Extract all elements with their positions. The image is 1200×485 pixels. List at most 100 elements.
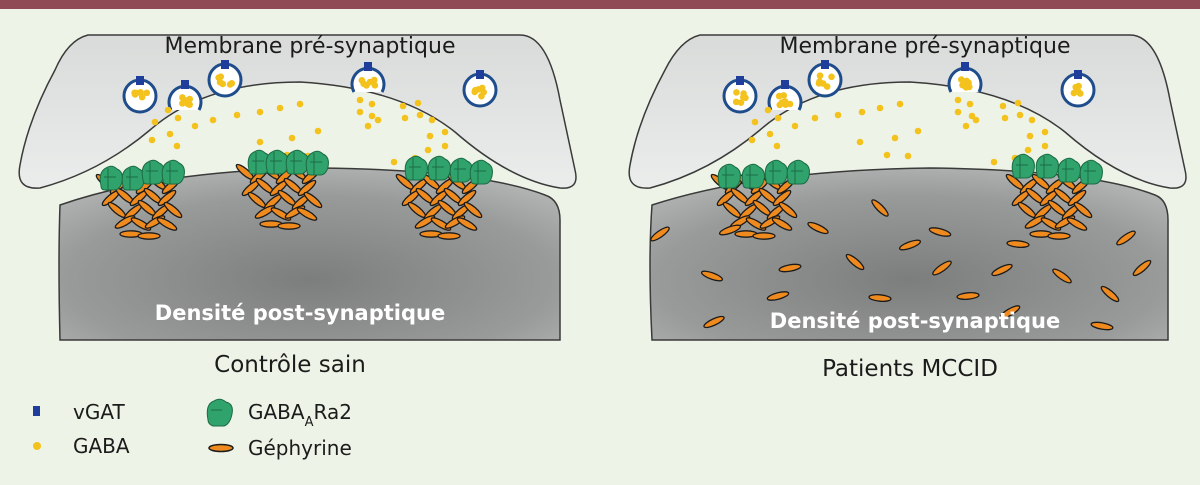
- gaba-dot: [428, 116, 436, 124]
- gephyrin-molecule: [868, 294, 892, 302]
- gaba-dot: [828, 73, 835, 81]
- gaba-a-receptor: [121, 165, 145, 191]
- gaba-dot: [151, 118, 159, 126]
- gephyrin-molecule: [137, 232, 161, 240]
- gaba-dot: [990, 158, 998, 166]
- gaba-dot: [968, 112, 976, 120]
- gaba-dot: [219, 80, 227, 88]
- gaba-dot: [374, 116, 382, 124]
- gaba-dot: [233, 111, 241, 119]
- gaba-dot: [834, 111, 842, 119]
- gaba-dot: [954, 108, 962, 116]
- gephyrin-molecule: [163, 201, 183, 219]
- gaba-dot: [441, 142, 449, 150]
- gaba-dot: [424, 146, 432, 154]
- gaba-dot: [1075, 82, 1082, 90]
- gaba-dot: [276, 104, 284, 112]
- gaba-dot: [256, 138, 264, 146]
- gaba-dot: [363, 82, 370, 89]
- gephyrin-molecule: [718, 224, 742, 236]
- gaba-a-receptor: [1057, 157, 1081, 183]
- gaba-a-receptor: [141, 159, 165, 185]
- gaba-dot: [811, 114, 819, 122]
- gaba-dot: [179, 94, 186, 101]
- gaba-dot: [732, 98, 740, 106]
- gaba-a-receptor: [265, 149, 289, 175]
- gephyrin-molecule: [1132, 259, 1152, 277]
- vgat-icon: [33, 406, 40, 416]
- gaba-dot: [774, 114, 782, 122]
- gaba-dot: [962, 122, 970, 130]
- gaba-dot: [1041, 128, 1049, 136]
- gaba-dot: [416, 111, 424, 119]
- gaba-dot: [471, 86, 479, 94]
- gaba-a-receptor: [305, 150, 329, 176]
- gaba-dot: [856, 138, 864, 146]
- gaba-dot: [364, 122, 372, 130]
- legend-vgat: vGAT: [33, 400, 125, 424]
- vgat-transporter: [1074, 70, 1082, 79]
- gephyrin-molecule: [277, 222, 301, 230]
- gaba-dot: [368, 112, 376, 120]
- panel-control: Membrane pré-synaptique Densité post-syn…: [18, 34, 577, 378]
- gaba-dot: [1041, 142, 1049, 150]
- gaba-a-receptor: [285, 149, 309, 175]
- synaptic-vesicle: [462, 70, 498, 108]
- gephyrin-molecule: [297, 179, 317, 197]
- presynaptic-label: Membrane pré-synaptique: [780, 34, 1071, 59]
- gephyrin-molecule: [414, 215, 436, 229]
- gephyrin-icon: [208, 443, 234, 453]
- gaba-a-receptor: [764, 159, 788, 185]
- legend-receptor-label: GABAARa2: [248, 400, 352, 430]
- synaptic-vesicle: [722, 76, 758, 114]
- gaba-dot: [904, 152, 912, 160]
- vgat-transporter: [136, 76, 144, 85]
- gaba-dot: [143, 89, 151, 97]
- presynaptic-label: Membrane pré-synaptique: [165, 34, 456, 59]
- gephyrin-molecule: [807, 221, 829, 235]
- gaba-dot: [816, 72, 824, 79]
- gaba-dot: [426, 132, 434, 140]
- gaba-dot: [441, 128, 449, 136]
- gaba-dot: [164, 106, 172, 114]
- gaba-dot: [858, 108, 866, 116]
- gaba-dot: [781, 98, 789, 105]
- gephyrin-molecule: [1047, 232, 1071, 240]
- gephyrin-molecule: [772, 189, 792, 207]
- gaba-dot: [138, 93, 146, 101]
- vgat-transporter: [961, 62, 969, 71]
- gaba-dot: [773, 142, 781, 150]
- gaba-a-receptor: [1035, 153, 1059, 179]
- gaba-dot: [399, 102, 407, 110]
- synaptic-vesicle: [1060, 70, 1096, 108]
- synaptic-vesicle: [350, 62, 386, 93]
- gaba-dot: [791, 122, 799, 130]
- legend-gephyrin-label: Géphyrine: [248, 436, 352, 460]
- gaba-dot: [371, 82, 379, 89]
- gaba-dot: [896, 100, 904, 108]
- gaba-dot: [1075, 88, 1082, 95]
- legend-gaba-label: GABA: [73, 434, 130, 458]
- gephyrin-molecule: [956, 292, 980, 300]
- gephyrin-molecule: [437, 232, 461, 240]
- gaba-a-receptor: [427, 155, 451, 181]
- gaba-dot: [999, 102, 1007, 110]
- gaba-icon: [33, 442, 41, 450]
- gaba-dot: [748, 136, 756, 144]
- synaptic-vesicle: [767, 80, 803, 111]
- gaba-dot: [173, 142, 181, 150]
- top-accent-bar: [0, 0, 1200, 9]
- gaba-dot: [191, 122, 199, 130]
- gaba-a-receptor: [741, 163, 765, 189]
- gephyrin-molecule: [871, 199, 889, 217]
- gephyrin-molecule: [303, 191, 323, 209]
- synaptic-vesicle: [807, 60, 843, 98]
- gaba-dot: [1026, 132, 1034, 140]
- gaba-dot: [786, 100, 794, 108]
- receptor-group: [717, 153, 1103, 189]
- presynaptic-terminal: [628, 34, 1187, 189]
- gaba-dot: [131, 91, 139, 98]
- gaba-dot: [358, 76, 366, 84]
- gephyrin-molecule: [778, 263, 802, 273]
